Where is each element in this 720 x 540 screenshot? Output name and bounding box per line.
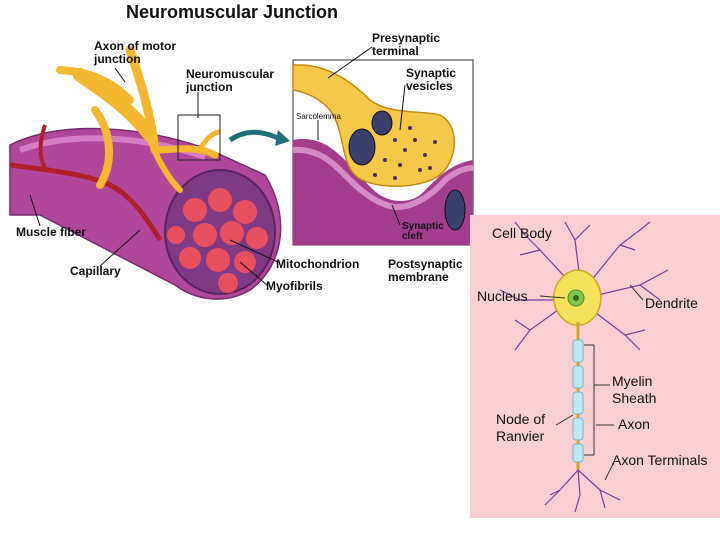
label-dendrite: Dendrite <box>645 295 698 311</box>
label-nucleus: Nucleus <box>477 288 528 304</box>
label-capillary: Capillary <box>70 264 121 278</box>
nmj-zoom-box <box>177 114 221 161</box>
diagram-title: Neuromuscular Junction <box>126 2 339 22</box>
label-postsynaptic-membrane: Postsynaptic membrane <box>388 257 463 284</box>
zoom-arrow <box>228 129 280 143</box>
label-cell-body: Cell Body <box>492 225 552 241</box>
axon-terminals <box>544 469 621 513</box>
label-mitochondrion: Mitochondrion <box>276 257 360 271</box>
label-myelin-sheath: Myelin Sheath <box>612 373 657 406</box>
label-node-of-ranvier: Node of Ranvier <box>496 411 546 444</box>
capillary-vessel <box>9 162 163 242</box>
motor-axon <box>56 45 221 193</box>
myelin-segments <box>572 339 584 463</box>
label-synaptic-cleft: Synaptic cleft <box>402 221 444 242</box>
neuron-panel <box>470 215 720 518</box>
dendrites <box>499 221 669 351</box>
label-axon-motor-junction: Axon of motor junction <box>94 39 176 66</box>
label-axon-terminals: Axon Terminals <box>612 452 708 468</box>
label-synaptic-vesicles: Synaptic vesicles <box>406 66 457 93</box>
myofibril-bundles <box>167 188 268 293</box>
leader-lines <box>29 46 406 287</box>
label-axon: Axon <box>618 416 650 432</box>
label-myofibrils: Myofibrils <box>266 279 323 293</box>
mito-in-muscle <box>444 189 466 231</box>
label-muscle-fiber: Muscle fiber <box>16 225 87 239</box>
label-sarcolemma: Sarcolemma <box>296 112 341 121</box>
synaptic-vesicle-dots <box>373 126 437 180</box>
label-neuromuscular-junction: Neuromuscular junction <box>186 67 275 94</box>
mito-in-terminal <box>348 128 376 166</box>
label-presynaptic-terminal: Presynaptic terminal <box>372 31 441 58</box>
neuron-leader-lines <box>539 284 644 481</box>
